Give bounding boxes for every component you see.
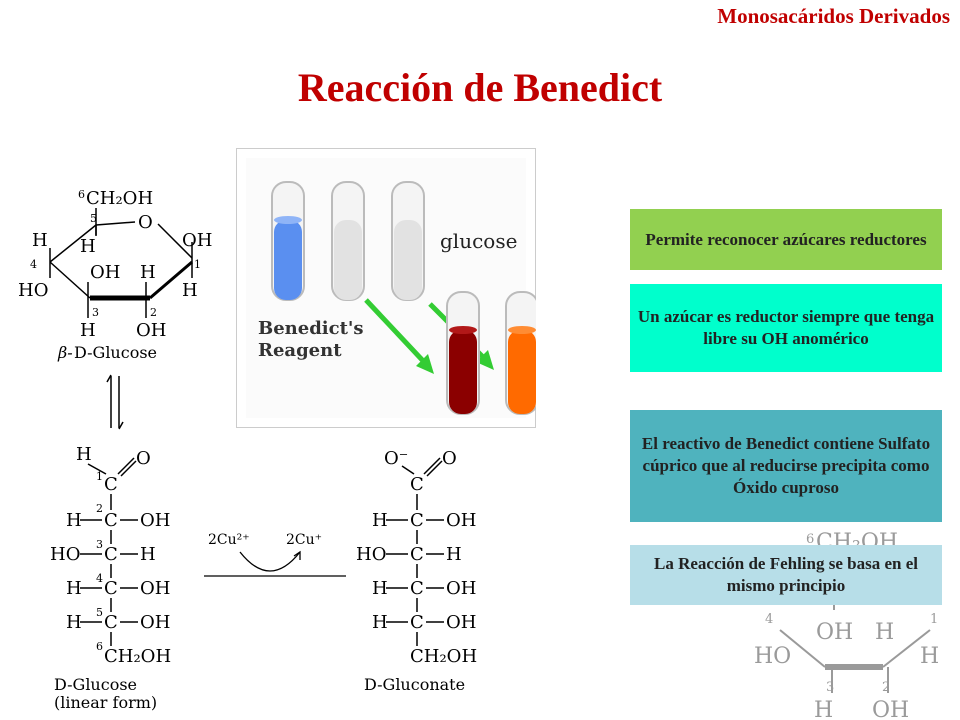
info-box-text: La Reacción de Fehling se basa en el mis… — [654, 554, 918, 595]
gluconate-name: D-Gluconate — [364, 675, 465, 694]
ring-c1-index: 1 — [194, 258, 201, 271]
linear-top-o: O — [136, 448, 151, 469]
linear-name-line1: D-Glucose — [54, 675, 137, 694]
linear-row-carbon: C — [104, 578, 118, 599]
linear-row-carbon: C — [104, 474, 118, 495]
gluconate-row-carbon: C — [410, 510, 424, 531]
gluconate-top-right: O — [442, 448, 457, 469]
gluconate-top-left: O⁻ — [384, 448, 408, 469]
faded-c1-h: H — [920, 644, 939, 669]
linear-row-left: HO — [50, 544, 80, 565]
gluconate-row-right: OH — [446, 612, 476, 633]
gluconate-row-carbon: C — [410, 474, 424, 495]
tube-brick-red — [446, 291, 480, 415]
ring-c3-h: H — [80, 320, 96, 341]
reactant-copper: 2Cu²⁺ — [208, 532, 250, 548]
faded-c3-index: 3 — [826, 680, 834, 695]
benedict-test-photo: glucose Benedict's Reagent — [236, 148, 536, 428]
ring-c1-h: H — [182, 280, 198, 301]
ring-c3-oh: OH — [90, 262, 120, 283]
ring-c4-h: H — [32, 230, 48, 251]
linear-row-right: OH — [140, 612, 170, 633]
linear-row-index: 1 — [96, 470, 103, 483]
tube-clear-2 — [391, 181, 425, 301]
ring-c2-h: H — [140, 262, 156, 283]
info-box-reducing-sugars: Permite reconocer azúcares reductores — [630, 209, 942, 270]
beta-glucose-ring: 6 CH₂OH 5 O H H 4 HO OH H OH 1 H 3 2 H O… — [18, 188, 212, 362]
ring-oxygen: O — [138, 212, 153, 233]
info-box-text: Un azúcar es reductor siempre que tenga … — [637, 307, 935, 348]
linear-name-line2: (linear form) — [54, 693, 157, 712]
faded-c4-oh: HO — [754, 644, 791, 669]
linear-row-right: H — [140, 544, 156, 565]
linear-top-h: H — [76, 444, 92, 465]
faded-c2-index: 2 — [882, 680, 890, 695]
linear-row-left: H — [66, 578, 82, 599]
ring-c2-index: 2 — [150, 306, 157, 319]
gluconate-row-carbon: C — [410, 612, 424, 633]
linear-row-index: 5 — [96, 606, 103, 619]
linear-row-carbon: C — [104, 544, 118, 565]
linear-row-carbon: C — [104, 612, 118, 633]
faded-c4-index: 4 — [765, 612, 773, 627]
faded-c2-oh: OH — [872, 698, 909, 720]
gluconate-row-right: OH — [446, 510, 476, 531]
linear-bottom-index: 6 — [96, 640, 103, 653]
linear-row-index: 3 — [96, 538, 103, 551]
info-box-benedict-reagent: El reactivo de Benedict contiene Sulfato… — [630, 410, 942, 522]
linear-row-index: 2 — [96, 502, 103, 515]
tube-blue — [271, 181, 305, 301]
info-box-fehling: La Reacción de Fehling se basa en el mis… — [630, 545, 942, 605]
gluconate-row-right: H — [446, 544, 462, 565]
linear-row-carbon: C — [104, 510, 118, 531]
gluconate-row-carbon: C — [410, 544, 424, 565]
ring-c4-index: 4 — [30, 258, 37, 271]
gluconate: O⁻ O C H C OH HO C H H C OH H C OH CH₂OH… — [356, 448, 477, 694]
faded-top-index: 6 — [806, 532, 814, 547]
gluconate-row-carbon: C — [410, 578, 424, 599]
gluconate-row-left: HO — [356, 544, 386, 565]
ring-name: D-Glucose — [74, 343, 157, 362]
ring-top-index: 6 — [78, 188, 85, 201]
faded-c3-oh: OH — [816, 620, 853, 645]
gluconate-row-right: OH — [446, 578, 476, 599]
reaction-arrow: 2Cu²⁺ 2Cu⁺ — [204, 532, 346, 577]
linear-bottom-group: CH₂OH — [104, 646, 171, 667]
gluconate-row-left: H — [372, 578, 388, 599]
ring-c2-oh: OH — [136, 320, 166, 341]
ring-c5-h: H — [80, 236, 96, 257]
ring-c1-oh: OH — [182, 230, 212, 251]
faded-c2-h: H — [875, 620, 894, 645]
gluconate-row-left: H — [372, 612, 388, 633]
info-box-text: Permite reconocer azúcares reductores — [645, 229, 927, 249]
ring-c5-index: 5 — [90, 212, 97, 225]
linear-row-left: H — [66, 510, 82, 531]
product-copper: 2Cu⁺ — [286, 532, 322, 548]
faded-c3-h: H — [814, 698, 833, 720]
ring-c4-oh: HO — [18, 280, 48, 301]
slide-title: Reacción de Benedict — [297, 65, 663, 110]
info-box-anomeric-oh: Un azúcar es reductor siempre que tenga … — [630, 284, 942, 372]
equilibrium-arrows — [106, 374, 124, 430]
tube-clear-1 — [331, 181, 365, 301]
reagent-label-line2: Reagent — [258, 340, 342, 361]
ring-name-prefix: β- — [57, 343, 73, 362]
gluconate-bottom-group: CH₂OH — [410, 646, 477, 667]
faded-c1-index: 1 — [930, 612, 938, 627]
linear-glucose: H O 1 C 2 H C OH 3 HO C H 4 H C OH 5 H C… — [50, 444, 171, 712]
linear-row-left: H — [66, 612, 82, 633]
ring-top-group: CH₂OH — [86, 188, 153, 209]
tube-orange — [505, 291, 536, 415]
slide-subtitle: Monosacáridos Derivados — [717, 4, 950, 28]
info-box-text: El reactivo de Benedict contiene Sulfato… — [641, 434, 931, 497]
linear-row-right: OH — [140, 510, 170, 531]
ring-c3-index: 3 — [92, 306, 99, 319]
linear-row-index: 4 — [96, 572, 103, 585]
gluconate-row-left: H — [372, 510, 388, 531]
reagent-label-line1: Benedict's — [258, 318, 364, 339]
linear-row-right: OH — [140, 578, 170, 599]
glucose-label: glucose — [440, 229, 517, 253]
